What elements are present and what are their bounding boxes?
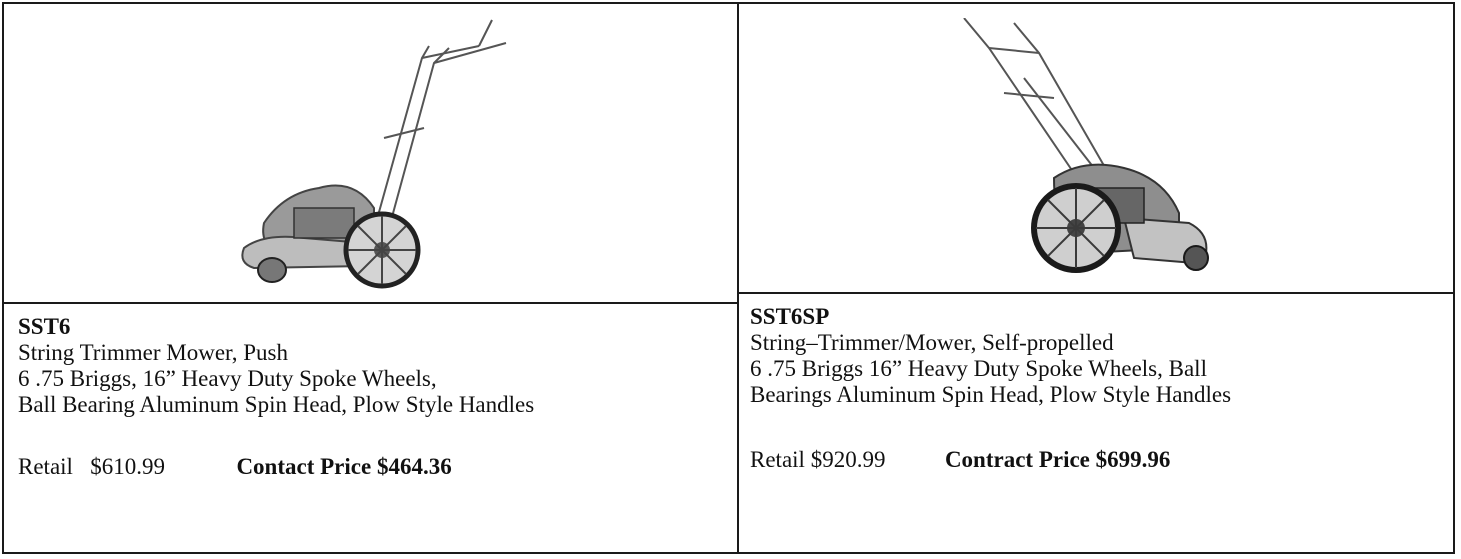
sst6-retail-label: Retail [18,454,73,479]
sst6-mower-image [224,18,524,293]
sst6-description: SST6 String Trimmer Mower, Push 6 .75 Br… [18,314,534,418]
column-divider [737,4,739,552]
sst6-contract-label: Contact Price [236,454,372,479]
sst6-spec-line2: Ball Bearing Aluminum Spin Head, Plow St… [18,392,535,417]
sst6sp-contract-label: Contract Price [944,447,1090,472]
sst6-model-code: SST6 [18,314,71,339]
sst6sp-retail-label: Retail [750,447,805,472]
sst6sp-spec-line2: Bearings Aluminum Spin Head, Plow Style … [750,382,1232,407]
sst6sp-product-name: String–Trimmer/Mower, Self-propelled [750,330,1114,355]
row-divider-right [739,292,1453,294]
sst6-contract-price: $464.36 [376,454,452,479]
sst6sp-mower-image [944,18,1244,288]
sst6sp-contract-price: $699.96 [1095,447,1171,472]
sst6sp-description: SST6SP String–Trimmer/Mower, Self-propel… [750,304,1231,408]
sst6sp-price-row: Retail $920.99 Contract Price $699.96 [750,447,1170,473]
sst6-price-row: Retail $610.99 Contact Price $464.36 [18,454,452,480]
row-divider-left [4,302,737,304]
sst6-product-name: String Trimmer Mower, Push [18,340,289,365]
sst6-retail-price: $610.99 [90,454,165,479]
sst6sp-retail-price: $920.99 [810,447,886,472]
sst6sp-spec-line1: 6 .75 Briggs 16” Heavy Duty Spoke Wheels… [750,356,1207,381]
sst6-spec-line1: 6 .75 Briggs, 16” Heavy Duty Spoke Wheel… [18,366,437,391]
sst6sp-model-code: SST6SP [750,304,830,329]
